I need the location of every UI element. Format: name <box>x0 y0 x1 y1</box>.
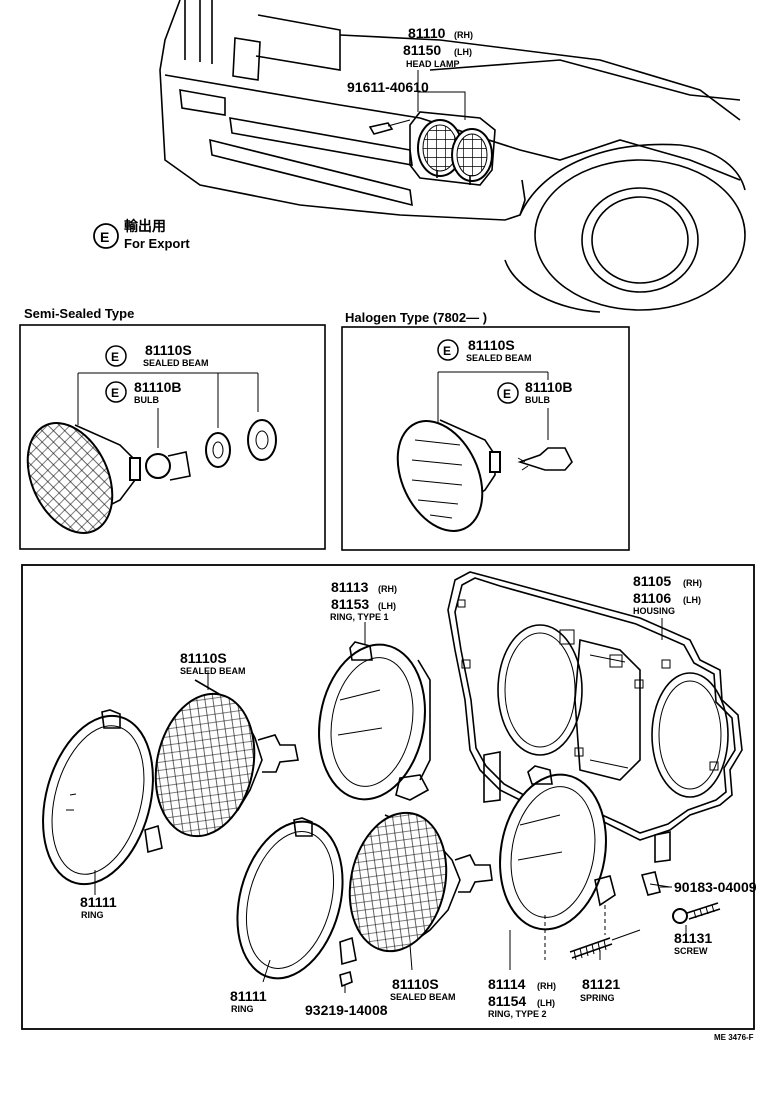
halogen-frame <box>341 326 630 551</box>
label-81113: 81113 <box>331 579 369 595</box>
halogen-export-mark-icon <box>437 339 459 361</box>
svg-text:(LH): (LH) <box>683 595 701 605</box>
svg-text:(LH): (LH) <box>378 601 396 611</box>
semi-sealed-frame <box>19 324 326 550</box>
semi-label-sealed-beam: SEALED BEAM <box>143 358 209 368</box>
label-spring: SPRING <box>580 993 615 1003</box>
semi-export-mark-icon <box>105 345 127 367</box>
svg-text:E: E <box>503 387 511 401</box>
export-mark-icon <box>93 223 119 249</box>
sealed-beam-upper <box>154 679 299 838</box>
svg-text:(LH): (LH) <box>537 998 555 1008</box>
label-81106: 81106 <box>633 590 671 606</box>
housing-assembly <box>447 571 743 863</box>
semi-cap-icon <box>247 419 277 461</box>
label-81150-side: (LH) <box>454 47 472 57</box>
export-legend: E 輸出用 For Export <box>93 218 190 251</box>
halogen-bulb-icon <box>517 447 573 471</box>
svg-text:E: E <box>100 229 109 245</box>
semi-sealed-title: Semi-Sealed Type <box>24 306 134 321</box>
halogen-labels: E 81110S SEALED BEAM E 81110B BULB <box>437 337 573 405</box>
semi-label-81110b: 81110B <box>134 379 182 395</box>
label-81111-left: 81111 <box>80 894 117 910</box>
ring-left <box>42 709 163 886</box>
ring-lower <box>236 817 357 988</box>
ring-type1 <box>318 641 431 801</box>
label-81105: 81105 <box>633 573 671 589</box>
semi-label-bulb: BULB <box>134 395 159 405</box>
halogen-lamp <box>396 419 573 532</box>
small-hardware <box>544 871 721 961</box>
label-81111-lower: 81111 <box>230 988 267 1004</box>
semi-label-81110s: 81110S <box>145 342 192 358</box>
label-90183-04009: 90183-04009 <box>674 879 757 895</box>
label-housing: HOUSING <box>633 606 675 616</box>
label-81110s-lower: 81110S <box>392 976 439 992</box>
label-81154: 81154 <box>488 993 526 1009</box>
ring-type2 <box>499 765 616 931</box>
svg-text:E: E <box>443 344 451 358</box>
label-81110-side: (RH) <box>454 30 473 40</box>
semi-bulb-icon <box>145 453 171 479</box>
semi-sealed-lamp <box>26 419 277 534</box>
car-front-illustration <box>159 0 746 313</box>
semi-export-mark2-icon <box>105 381 127 403</box>
svg-text:(RH): (RH) <box>537 981 556 991</box>
label-81153: 81153 <box>331 596 369 612</box>
label-81110: 81110 <box>408 25 446 41</box>
exploded-view-frame <box>21 564 755 1030</box>
footer-code: ME 3476-F <box>714 1033 754 1042</box>
label-81110s-upper: 81110S <box>180 650 227 666</box>
label-ring-type2: RING, TYPE 2 <box>488 1009 547 1019</box>
export-label-jp: 輸出用 <box>124 218 166 234</box>
sealed-beam-lower <box>348 811 493 953</box>
export-label-en: For Export <box>124 236 190 251</box>
halogen-label-81110b: 81110B <box>525 379 573 395</box>
label-ring-left: RING <box>81 910 104 920</box>
label-head-lamp: HEAD LAMP <box>406 59 460 69</box>
svg-text:E: E <box>111 386 119 400</box>
svg-text:(RH): (RH) <box>378 584 397 594</box>
label-sealed-beam-upper: SEALED BEAM <box>180 666 246 676</box>
label-screw: SCREW <box>674 946 708 956</box>
label-sealed-beam-lower: SEALED BEAM <box>390 992 456 1002</box>
svg-text:E: E <box>111 350 119 364</box>
label-81114: 81114 <box>488 976 526 992</box>
semi-sealed-labels: E 81110S SEALED BEAM E 81110B BULB <box>105 342 209 405</box>
label-ring-lower: RING <box>231 1004 254 1014</box>
label-ring-type1: RING, TYPE 1 <box>330 612 389 622</box>
halogen-export-mark2-icon <box>497 382 519 404</box>
semi-socket-icon <box>205 432 231 468</box>
label-81131: 81131 <box>674 930 712 946</box>
label-93219-14008: 93219-14008 <box>305 1002 388 1018</box>
label-91611-40610: 91611-40610 <box>347 79 429 95</box>
halogen-title: Halogen Type (7802— ) <box>345 310 487 325</box>
halogen-label-sealed-beam: SEALED BEAM <box>466 353 532 363</box>
svg-text:(RH): (RH) <box>683 578 702 588</box>
label-81150: 81150 <box>403 42 441 58</box>
halogen-label-bulb: BULB <box>525 395 550 405</box>
label-81121: 81121 <box>582 976 620 992</box>
halogen-label-81110s: 81110S <box>468 337 515 353</box>
